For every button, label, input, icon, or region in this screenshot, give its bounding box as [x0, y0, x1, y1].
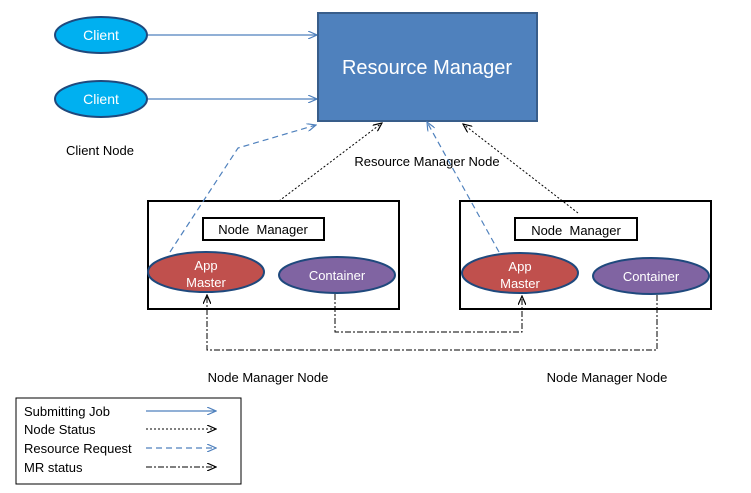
mr-status-arrow	[334, 294, 522, 333]
node-status-arrow	[278, 123, 382, 202]
resource-manager-label: Resource Manager	[342, 57, 512, 79]
resource-request-arrow	[427, 122, 500, 253]
app-master-label-line2: Master	[500, 276, 540, 291]
legend-label: Node Status	[24, 422, 96, 437]
legend-label: MR status	[24, 460, 83, 475]
node-manager-node-label: Node Manager Node	[208, 370, 329, 385]
container-label: Container	[623, 269, 680, 284]
node-manager-node-1: Node Manager App Master Container	[147, 200, 400, 310]
client-label: Client	[83, 27, 119, 43]
mr-status-arrow	[207, 295, 658, 351]
app-master-ellipse	[147, 251, 265, 293]
resource-manager-box	[317, 12, 538, 122]
container-ellipse	[278, 256, 396, 294]
container-label: Container	[309, 268, 366, 283]
legend-box	[15, 397, 242, 485]
client-ellipse	[54, 80, 148, 118]
client-ellipse	[54, 16, 148, 54]
node-manager-node-label: Node Manager Node	[547, 370, 668, 385]
app-master-label-line2: Master	[186, 275, 226, 290]
resource-manager: Resource Manager	[317, 12, 538, 122]
node-manager-node-2: Node Manager App Master Container	[459, 200, 712, 310]
app-master-ellipse	[461, 252, 579, 294]
app-master-label-line1: App	[194, 258, 217, 273]
app-master-label-line1: App	[508, 259, 531, 274]
node-status-arrow	[463, 124, 579, 214]
resource-manager-node-label: Resource Manager Node	[354, 154, 499, 169]
legend: Submitting Job Node Status Resource Requ…	[15, 397, 242, 485]
node-manager-box	[202, 217, 325, 241]
node-manager-label: Node Manager	[218, 222, 308, 237]
client-label: Client	[83, 91, 119, 107]
client-2: Client	[54, 80, 148, 118]
client-1: Client	[54, 16, 148, 54]
node-manager-box	[514, 217, 638, 241]
legend-label: Submitting Job	[24, 404, 110, 419]
client-node-label: Client Node	[66, 143, 134, 158]
resource-request-arrow	[169, 125, 316, 253]
container-ellipse	[592, 257, 710, 295]
legend-label: Resource Request	[24, 441, 132, 456]
node-manager-label: Node Manager	[531, 223, 621, 238]
